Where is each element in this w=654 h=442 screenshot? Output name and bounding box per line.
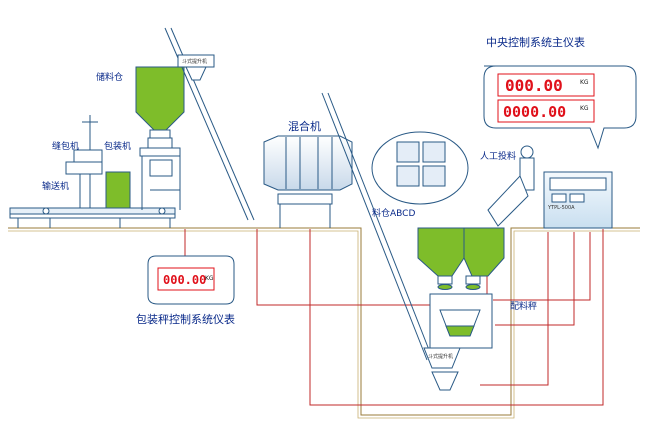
- bucket-elevator-bottom-label: 斗式提升机: [428, 353, 453, 360]
- central-row1-value: 000.00: [505, 76, 563, 95]
- packing-controller-title: 包装秤控制系统仪表: [136, 312, 235, 326]
- packing-unit: KG: [205, 275, 214, 282]
- central-display-callout: [483, 65, 637, 150]
- bins-abcd: [417, 227, 505, 290]
- packing-display-callout: [147, 255, 235, 305]
- worker-figure: [487, 145, 535, 227]
- central-display-row2: [497, 99, 595, 123]
- batching-scale: [423, 293, 493, 391]
- conveyor: [9, 207, 176, 228]
- packing-display: [157, 267, 215, 291]
- storage-bin-label: 储料仓: [96, 71, 123, 83]
- packing-machine: [105, 137, 181, 210]
- central-row2-unit: KG: [580, 105, 589, 112]
- manual-feeding-label: 人工投料: [480, 150, 516, 162]
- bins-callout: [371, 131, 469, 205]
- sewing-machine-label: 缝包机: [52, 140, 79, 152]
- signal-wiring: [184, 229, 604, 406]
- cabinet-model-label: YTPL-500A: [547, 205, 575, 211]
- bins-abcd-label: 料仓ABCD: [372, 207, 415, 219]
- central-display-row1: [497, 73, 595, 97]
- batching-scale-label: 配料秤: [510, 300, 537, 312]
- control-cabinet: [543, 171, 613, 229]
- conveyor-label: 输送机: [42, 180, 69, 192]
- central-row1-unit: KG: [580, 79, 589, 86]
- bucket-elevator-top: [164, 27, 255, 221]
- mixer: [263, 135, 353, 228]
- mixer-label: 混合机: [288, 119, 321, 133]
- packing-machine-label: 包装机: [104, 140, 131, 152]
- sewing-machine: [65, 115, 103, 208]
- central-row2-value: 0000.00: [503, 103, 566, 121]
- bucket-elevator-top-label: 斗式提升机: [182, 58, 207, 65]
- storage-bin: [135, 66, 185, 139]
- packing-value: 000.00: [163, 273, 206, 287]
- bucket-elevator-bottom: [321, 92, 434, 361]
- central-panel-title: 中央控制系统主仪表: [486, 35, 585, 49]
- ground: [8, 227, 640, 419]
